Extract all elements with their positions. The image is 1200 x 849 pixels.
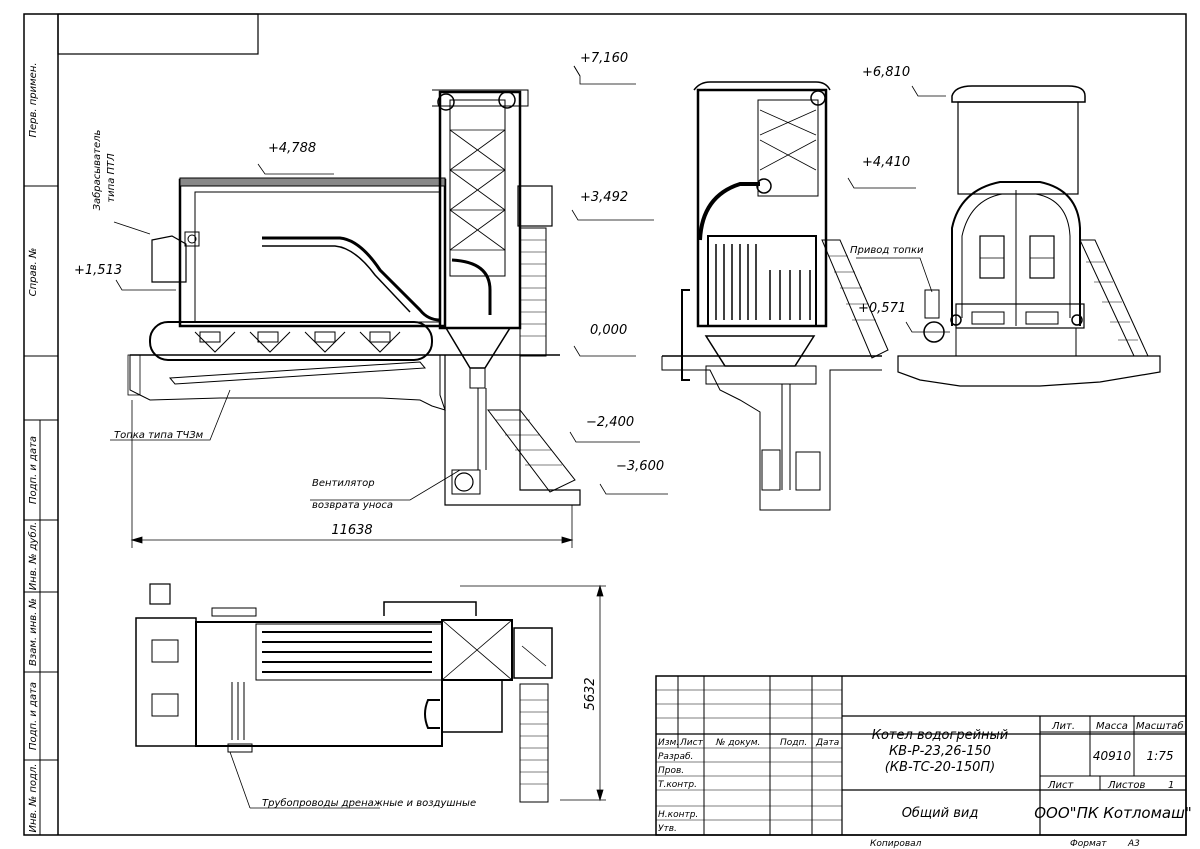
strip-label-sign-date-1: Подп. и дата [28,436,39,504]
side-view [127,89,581,506]
elev-m2400: −2,400 [586,415,634,430]
tb-sheets-label: Листов [1107,780,1145,791]
tb-mass-header: Масса [1096,721,1128,732]
sheet-border [23,13,1187,836]
tb-title-1: Котел водогрейный [872,728,1009,743]
label-thrower-2: типа ПТЛ [106,153,117,203]
tb-scale-header: Масштаб [1136,720,1184,732]
strip-label-first-use: Перв. примен. [28,62,39,137]
strip-label-sign-date-2: Подп. и дата [28,682,39,750]
elev-3492: +3,492 [580,190,628,205]
tb-col-change: Изм. [658,738,679,748]
tb-title-2: КВ-Р-23,26-150 [889,744,991,759]
elev-4788: +4,788 [268,141,316,156]
elev-4410: +4,410 [862,155,910,170]
dim-width: 5632 [583,677,598,710]
elev-6810: +6,810 [862,65,910,80]
tb-role-ncontrol: Н.контр. [658,810,698,820]
tb-sheets-value: 1 [1168,780,1174,791]
tb-scale-value: 1:75 [1147,749,1174,763]
top-left-stamp-box [57,13,259,55]
left-strip: Перв. примен. Справ. № Подп. и дата Инв.… [24,62,58,835]
title-block-text: Изм. Лист № докум. Подп. Дата Разраб. Пр… [658,720,1192,849]
tb-company: ООО"ПК Котломаш" [1034,804,1191,822]
strip-label-repl-inv: Взам. инв. № [28,598,39,666]
tb-lit-header: Лит. [1051,721,1075,732]
label-furnace-drive: Привод топки [850,245,924,256]
label-pipes: Трубопроводы дренажные и воздушные [262,797,476,809]
tb-subtitle: Общий вид [902,806,979,821]
elev-1513: +1,513 [74,263,122,278]
elev-m3600: −3,600 [616,459,664,474]
title-block [655,675,1187,836]
strip-label-ref-no: Справ. № [28,248,39,297]
strip-label-orig-inv: Инв. № подл. [28,764,39,833]
tb-role-tcontrol: Т.контр. [658,780,697,790]
dimension-labels: 11638 5632 [331,523,598,711]
tb-mass-value: 40910 [1093,749,1132,763]
section-view [661,81,889,511]
elev-7160: +7,160 [580,51,628,66]
tb-role-approve: Утв. [658,824,677,834]
elevation-labels: +7,160 +4,788 +3,492 +1,513 0,000 −2,400… [74,51,910,474]
tb-role-check: Пров. [658,766,684,776]
label-thrower-1: Забрасыватель [91,129,103,210]
tb-col-sign: Подп. [780,738,807,748]
tb-role-dev: Разраб. [658,752,693,762]
tb-col-date: Дата [815,738,839,748]
tb-format-value: А3 [1127,839,1140,849]
tb-title-3: (КВ-ТС-20-150П) [885,760,996,775]
elev-0571: +0,571 [858,301,906,316]
callout-labels: Забрасыватель типа ПТЛ Топка типа ТЧЗм В… [91,129,924,809]
tb-copied: Копировал [870,839,922,849]
dimension-lines [110,65,950,809]
label-fan-1: Вентилятор [312,478,375,489]
strip-label-dup-inv: Инв. № дубл. [27,522,39,590]
tb-col-docno: № докум. [715,738,760,748]
elev-0000: 0,000 [590,323,627,338]
label-furnace: Топка типа ТЧЗм [114,430,204,441]
tb-col-sheet: Лист [679,738,704,748]
tb-sheet-label: Лист [1047,780,1075,791]
tb-format-label: Формат [1070,839,1107,849]
end-view [897,85,1161,387]
dim-length: 11638 [331,523,372,538]
plan-view [135,583,553,803]
label-fan-2: возврата уноса [312,500,393,511]
